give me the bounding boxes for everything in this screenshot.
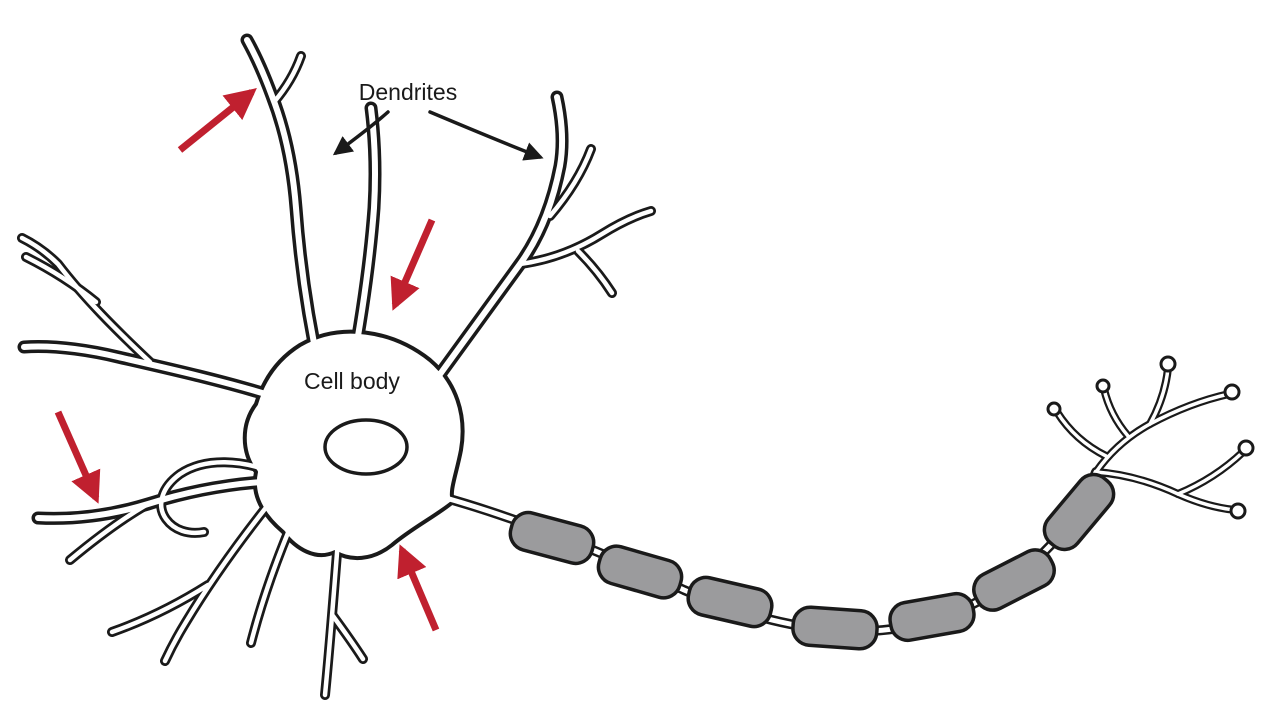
axon-outline: [435, 368, 1243, 631]
myelin-segment: [1042, 472, 1116, 552]
myelin-segment: [508, 510, 596, 566]
myelin-segment: [686, 575, 774, 629]
dendrites-label: Dendrites: [359, 79, 457, 105]
dendrites-label-arrow-left: [332, 110, 390, 156]
terminal-knob: [1237, 439, 1255, 457]
axon-terminal-outline: [1178, 452, 1243, 494]
dendrites-label-arrow-right: [428, 110, 544, 161]
annotations: Dendrites Cell body: [54, 79, 544, 632]
myelin-segment: [791, 605, 879, 651]
red-pointer-arrow-center: [390, 218, 436, 311]
nucleus: [323, 418, 409, 476]
red-pointer-arrow-left: [54, 410, 101, 504]
myelin-sheath: [508, 472, 1116, 651]
cell-body-label: Cell body: [304, 368, 400, 394]
axon-terminal-outline: [1057, 412, 1106, 456]
terminal-knob: [1046, 401, 1062, 417]
dendrite-branch-channel: [333, 616, 363, 659]
red-pointer-arrow-top-left: [177, 88, 257, 153]
myelin-segment: [596, 544, 684, 600]
terminal-knob: [1229, 502, 1247, 520]
terminal-knob: [1095, 378, 1111, 394]
axon-channel: [435, 366, 1245, 631]
axon-terminal-knobs: [1046, 355, 1255, 520]
myelin-segment: [888, 591, 976, 643]
terminal-knob: [1159, 355, 1177, 373]
myelin-segment: [972, 548, 1056, 612]
terminal-knob: [1223, 383, 1241, 401]
dendrite-branch-channel: [578, 251, 612, 293]
red-pointer-arrow-bottom: [397, 544, 440, 632]
